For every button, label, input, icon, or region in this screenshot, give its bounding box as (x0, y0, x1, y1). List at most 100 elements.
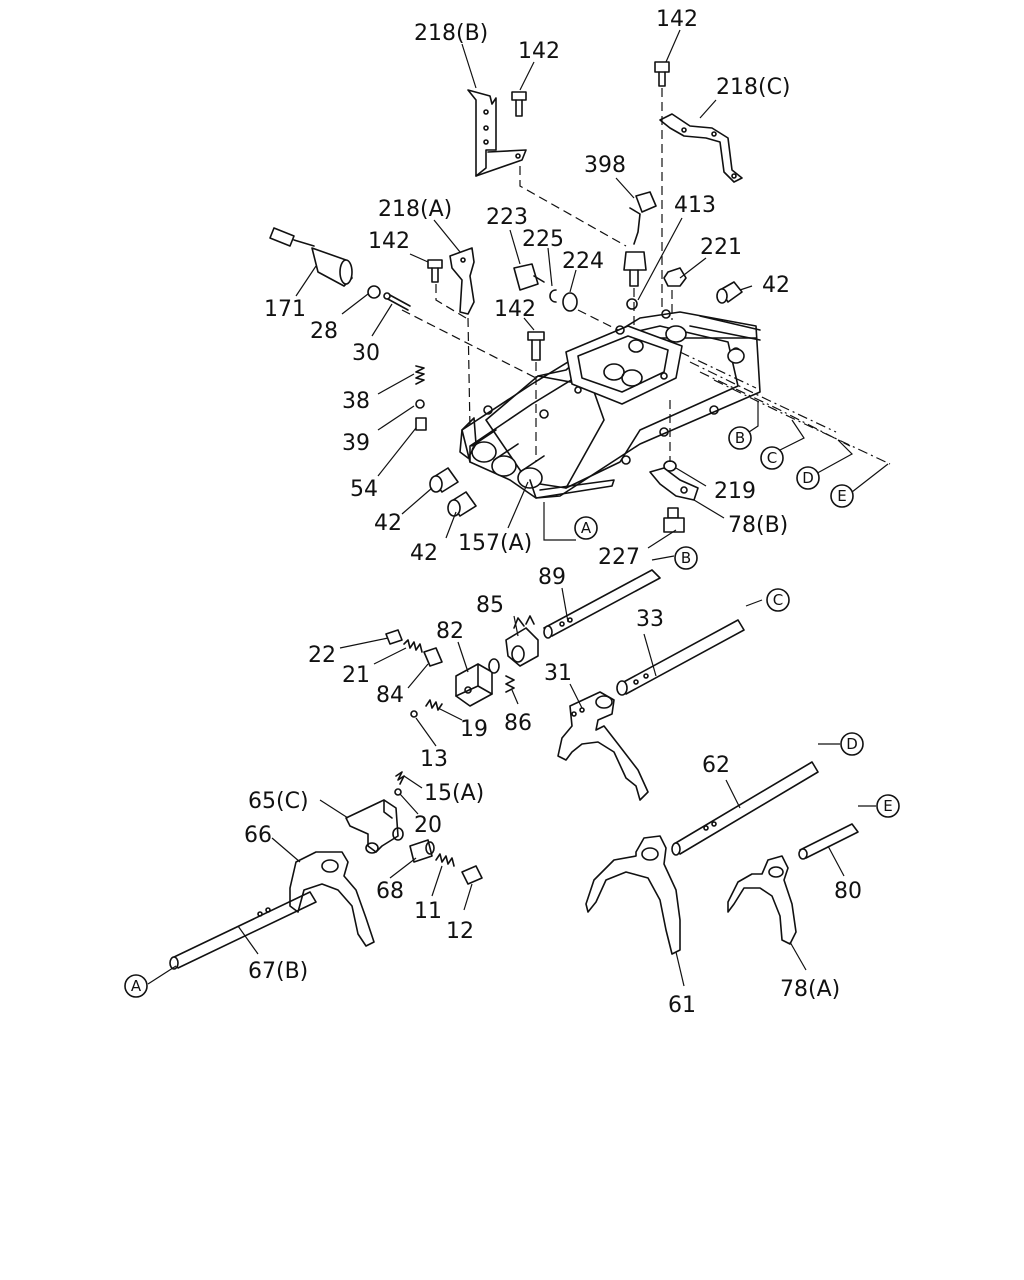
ball-13 (410, 710, 418, 718)
label-142-a: 142 (518, 39, 560, 64)
ball-413 (626, 298, 638, 310)
label-227: 227 (598, 545, 640, 570)
washer-224 (562, 292, 578, 312)
label-54: 54 (350, 477, 378, 502)
label-11: 11 (414, 899, 442, 924)
label-223: 223 (486, 205, 528, 230)
label-42-a: 42 (762, 273, 790, 298)
label-221: 221 (700, 235, 742, 260)
bolt-12 (461, 865, 483, 885)
nut-221 (663, 267, 687, 287)
label-13: 13 (420, 747, 448, 772)
part-82 (455, 658, 500, 707)
svg-text:C: C (773, 591, 783, 609)
label-39: 39 (342, 431, 370, 456)
pin-84 (423, 647, 443, 667)
pin-68 (409, 839, 435, 863)
switch-227 (663, 507, 685, 533)
label-85: 85 (476, 593, 504, 618)
bolt-142-mid-left (427, 259, 443, 283)
ref-marker-e-housing: E (830, 484, 854, 508)
label-31: 31 (544, 661, 572, 686)
label-20: 20 (414, 813, 442, 838)
svg-text:E: E (883, 797, 892, 815)
label-224: 224 (562, 249, 604, 274)
fork-31 (557, 691, 649, 801)
shaft-33 (616, 619, 745, 696)
leader-lines (147, 29, 889, 987)
ref-marker-c-shaft: C (766, 588, 790, 612)
spring-21 (403, 639, 423, 653)
align-line-e (713, 379, 891, 465)
label-78b: 78(B) (728, 513, 788, 538)
snap-ring-225 (549, 289, 557, 303)
label-171: 171 (264, 297, 306, 322)
label-30: 30 (352, 341, 380, 366)
label-218b: 218(B) (414, 21, 488, 46)
label-413: 413 (674, 193, 716, 218)
shift-cover-housing (459, 309, 761, 499)
ref-marker-a-shaft: A (124, 974, 148, 998)
ball-39 (415, 399, 425, 409)
align-line-c (689, 361, 837, 433)
fork-66 (289, 851, 375, 947)
label-142-d: 142 (494, 297, 536, 322)
bracket-218c (659, 113, 743, 183)
lever-78b (649, 467, 699, 501)
align-223 (577, 309, 619, 331)
ref-marker-e-shaft: E (876, 794, 900, 818)
label-219: 219 (714, 479, 756, 504)
spring-38 (415, 365, 425, 385)
ref-marker-b-shaft: B (674, 546, 698, 570)
ball-20 (394, 788, 402, 796)
label-15a: 15(A) (424, 781, 484, 806)
part-65c (345, 799, 404, 854)
align-171 (401, 309, 541, 381)
fork-61 (585, 835, 681, 955)
svg-text:D: D (802, 469, 814, 487)
ref-marker-c-housing: C (760, 446, 784, 470)
pin-30 (383, 292, 411, 311)
fork-78a (727, 855, 797, 945)
bolt-142-center (527, 331, 545, 361)
shaft-62 (671, 761, 819, 856)
label-84: 84 (376, 683, 404, 708)
plug-42-mid (429, 467, 459, 493)
svg-text:B: B (681, 549, 691, 567)
spring-15a (395, 771, 405, 785)
svg-text:E: E (837, 487, 846, 505)
label-33: 33 (636, 607, 664, 632)
label-66: 66 (244, 823, 272, 848)
plug-42-top (716, 281, 743, 304)
label-12: 12 (446, 919, 474, 944)
label-42-b: 42 (374, 511, 402, 536)
label-65c: 65(C) (248, 789, 309, 814)
label-22: 22 (308, 643, 336, 668)
svg-text:C: C (767, 449, 777, 467)
label-61: 61 (668, 993, 696, 1018)
bolt-22 (385, 629, 403, 645)
bolt-142-top-right (654, 61, 670, 87)
ref-marker-b-housing: B (728, 426, 752, 450)
ref-marker-d-shaft: D (840, 732, 864, 756)
switch-398 (623, 191, 657, 287)
align-bracket-left (467, 317, 471, 431)
label-225: 225 (522, 227, 564, 252)
bracket-218a (449, 247, 475, 315)
ball-28 (367, 285, 381, 299)
align-218b-to-housing (519, 166, 627, 247)
label-398: 398 (584, 153, 626, 178)
label-89: 89 (538, 565, 566, 590)
label-67b: 67(B) (248, 959, 308, 984)
label-142-c: 142 (368, 229, 410, 254)
label-68: 68 (376, 879, 404, 904)
spring-86 (505, 675, 515, 693)
label-19: 19 (460, 717, 488, 742)
ref-marker-d-housing: D (796, 466, 820, 490)
label-42-c: 42 (410, 541, 438, 566)
label-142-b: 142 (656, 7, 698, 32)
label-218a: 218(A) (378, 197, 452, 222)
align-218a (435, 284, 467, 319)
switch-171 (269, 227, 353, 287)
